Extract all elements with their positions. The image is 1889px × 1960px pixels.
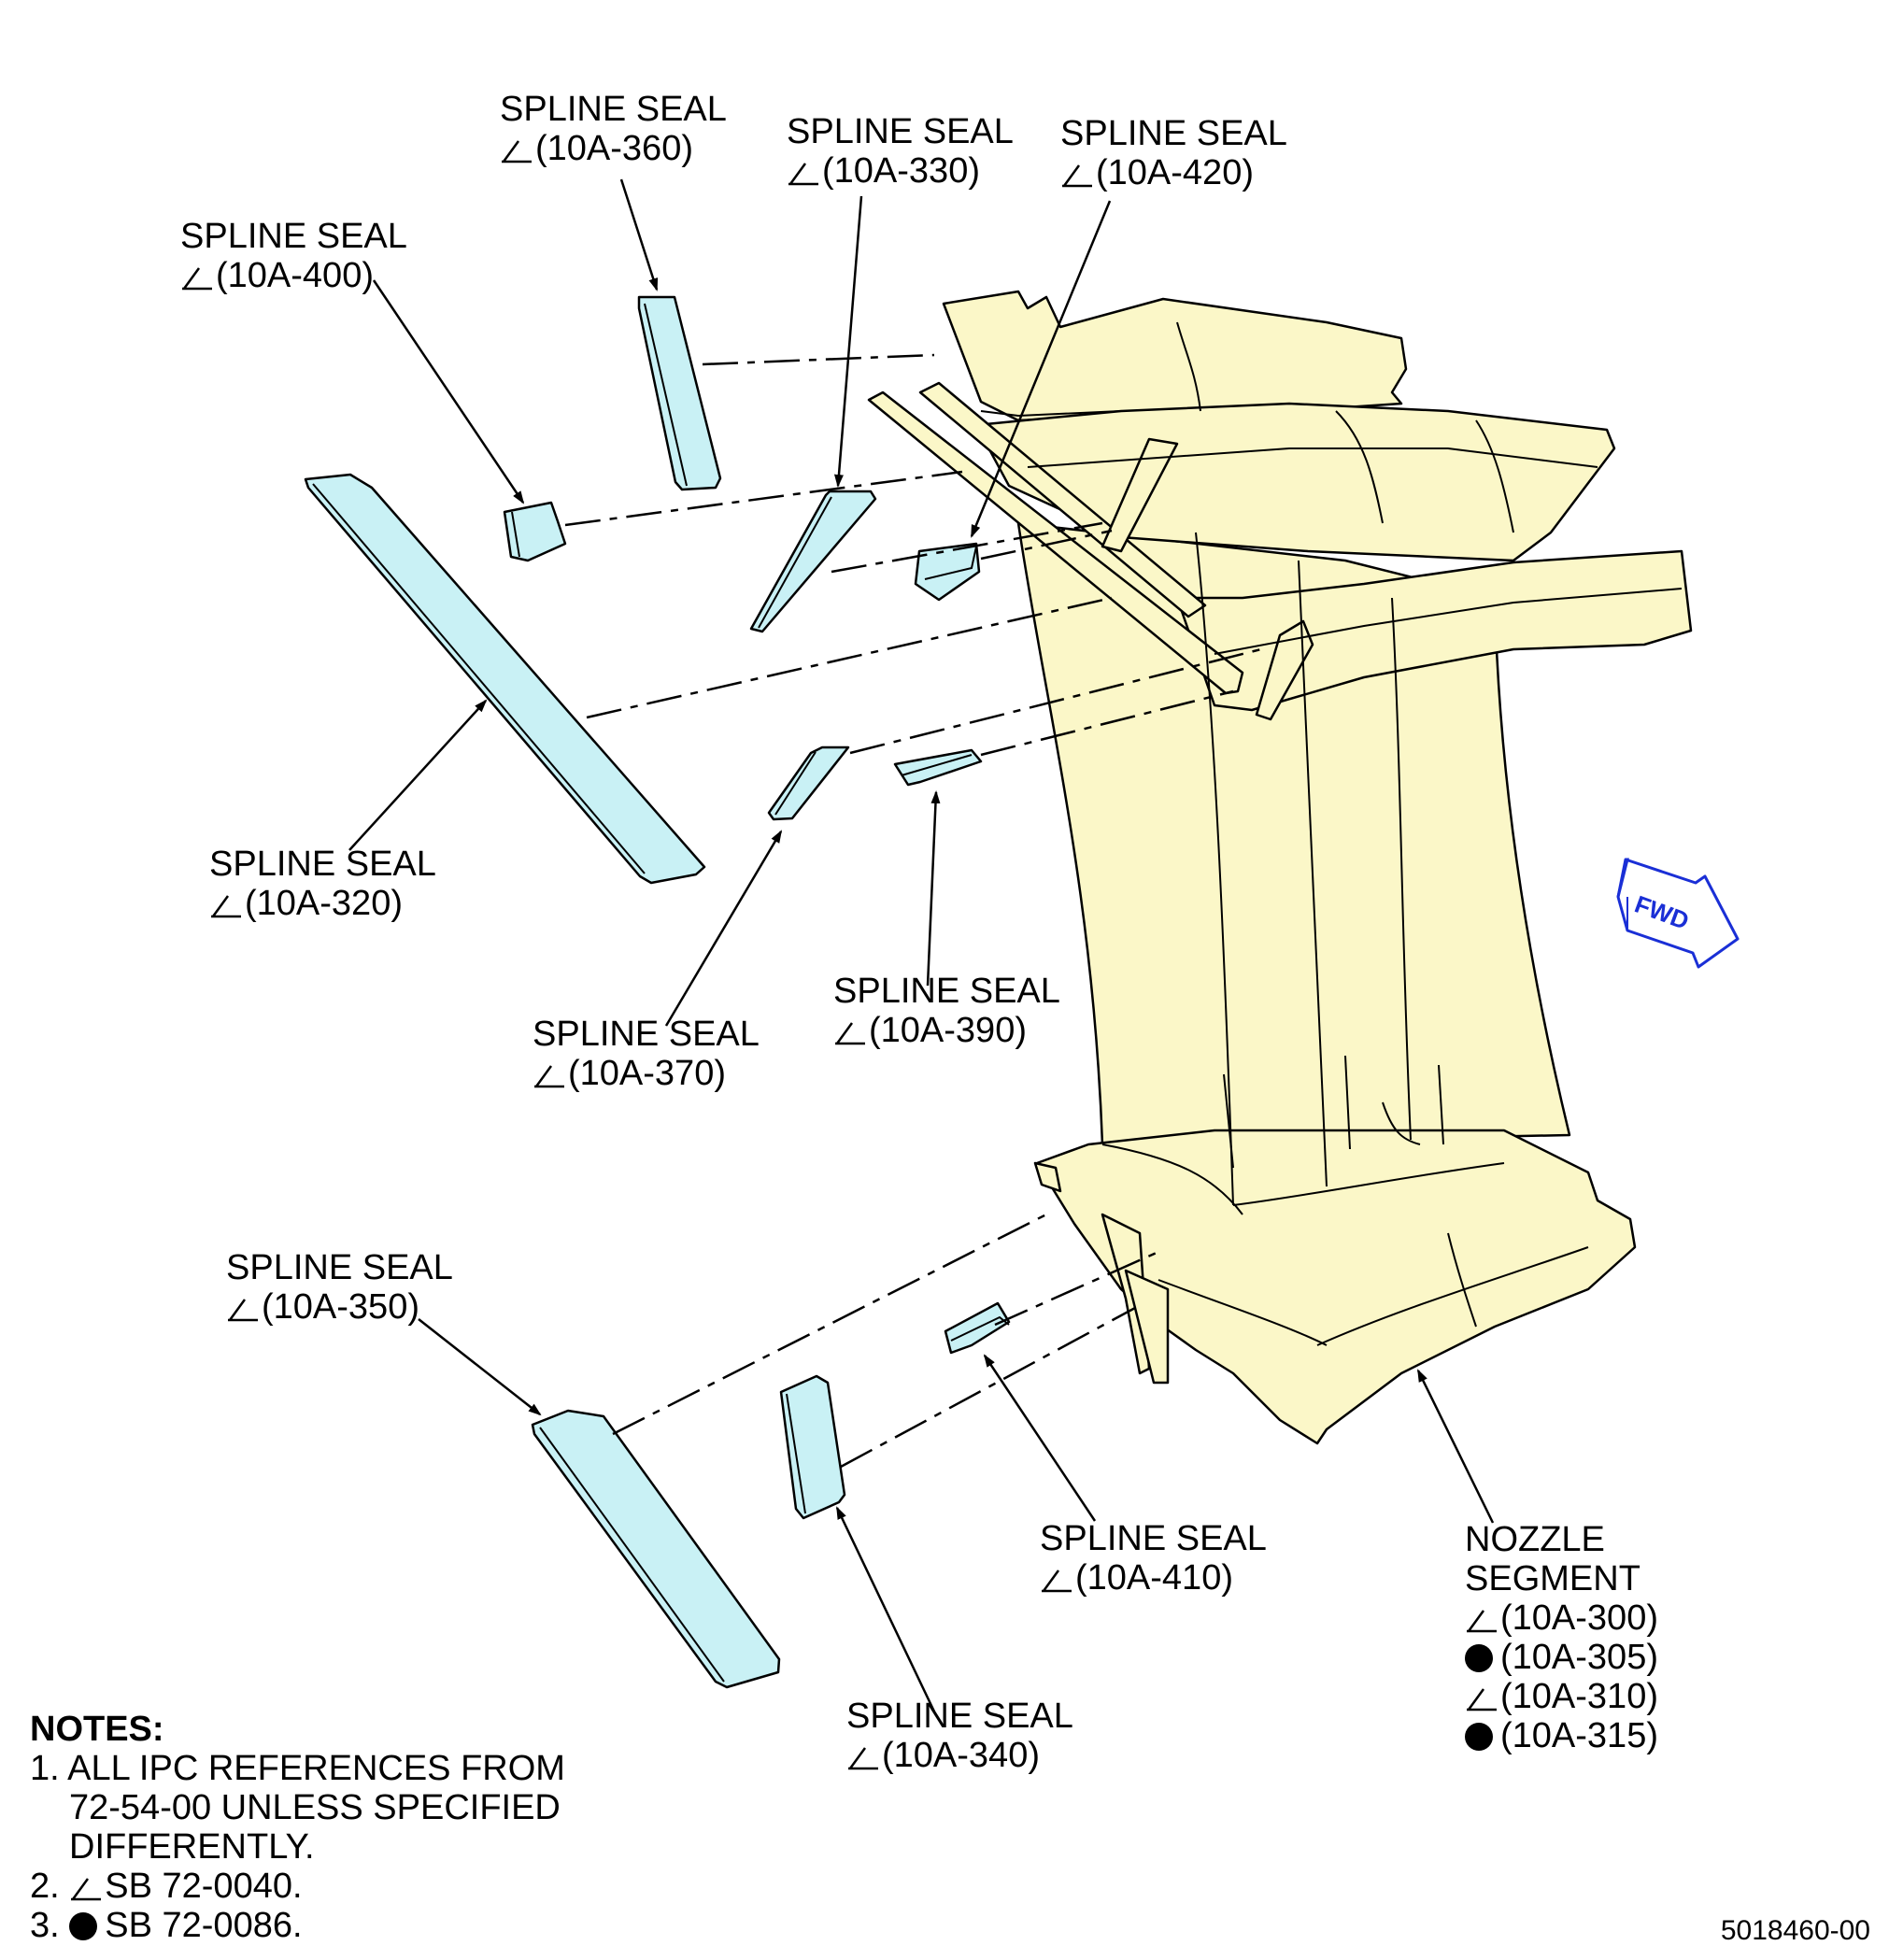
callout-ref: (10A-420) <box>1096 153 1254 192</box>
sb-0086-dot-icon <box>1465 1723 1493 1751</box>
callout-title: SPLINE SEAL <box>180 217 407 256</box>
sb-0040-flag-icon <box>1467 1610 1497 1633</box>
callout-ref: (10A-390) <box>869 1011 1027 1050</box>
callout-ref: (10A-410) <box>1075 1558 1233 1598</box>
seal-10a-360 <box>637 295 722 491</box>
label-spline-seal-10a-390: SPLINE SEAL (10A-390) <box>833 972 1060 1050</box>
seal-10a-400 <box>503 501 567 562</box>
sb-0040-flag-icon <box>71 1878 102 1901</box>
sb-0040-flag-icon <box>228 1299 258 1322</box>
callout-ref: (10A-370) <box>568 1054 726 1093</box>
seal-10a-330 <box>749 490 877 633</box>
sb-0086-dot-icon <box>1465 1644 1493 1672</box>
notes-title: NOTES: <box>30 1710 164 1749</box>
notes-block: NOTES: 1. ALL IPC REFERENCES FROM 72-54-… <box>30 1710 565 1945</box>
callout-ref: (10A-320) <box>245 884 403 923</box>
label-nozzle-segment: NOZZLE SEGMENT (10A-300) (10A-305) (10A-… <box>1465 1520 1658 1755</box>
seal-10a-370 <box>767 746 850 821</box>
label-spline-seal-10a-420: SPLINE SEAL (10A-420) <box>1060 114 1287 192</box>
seal-10a-320 <box>304 473 706 885</box>
label-spline-seal-10a-410: SPLINE SEAL (10A-410) <box>1040 1519 1267 1598</box>
callout-ref: (10A-330) <box>822 151 980 191</box>
callout-ref: (10A-305) <box>1500 1638 1658 1677</box>
callout-title: SPLINE SEAL <box>533 1015 760 1054</box>
callout-ref: (10A-300) <box>1500 1598 1658 1638</box>
seal-10a-340 <box>779 1374 846 1520</box>
sb-0040-flag-icon <box>788 163 818 186</box>
note-1-line-1: 1. ALL IPC REFERENCES FROM <box>30 1749 565 1788</box>
callout-title: SPLINE SEAL <box>1060 114 1287 153</box>
callout-ref: (10A-340) <box>882 1736 1040 1775</box>
label-spline-seal-10a-340: SPLINE SEAL (10A-340) <box>846 1697 1073 1775</box>
label-spline-seal-10a-370: SPLINE SEAL (10A-370) <box>533 1015 760 1093</box>
callout-ref: (10A-310) <box>1500 1677 1658 1716</box>
spline-seals <box>304 295 1011 1689</box>
sb-0086-dot-icon <box>69 1912 98 1940</box>
callout-title: SPLINE SEAL <box>1040 1519 1267 1558</box>
callout-ref: (10A-360) <box>535 129 693 168</box>
callout-title: SPLINE SEAL <box>500 90 727 129</box>
sb-0040-flag-icon <box>835 1022 865 1045</box>
callout-ref: (10A-350) <box>262 1287 419 1327</box>
note-2-number: 2. <box>30 1867 60 1906</box>
note-2-text: SB 72-0040. <box>105 1867 303 1906</box>
note-3-number: 3. <box>30 1906 60 1945</box>
assembly-lines <box>564 353 1262 1469</box>
sb-0040-flag-icon <box>182 267 212 291</box>
label-spline-seal-10a-330: SPLINE SEAL (10A-330) <box>787 112 1014 191</box>
drawing-number: 5018460-00 <box>1720 1915 1870 1946</box>
nozzle-segment-detail <box>980 321 1683 1346</box>
label-spline-seal-10a-320: SPLINE SEAL (10A-320) <box>209 845 436 923</box>
note-2: 2. SB 72-0040. <box>30 1867 565 1906</box>
sb-0040-flag-icon <box>1042 1569 1072 1593</box>
callout-title: SPLINE SEAL <box>833 972 1060 1011</box>
label-spline-seal-10a-350: SPLINE SEAL (10A-350) <box>226 1248 453 1327</box>
note-1-line-3: DIFFERENTLY. <box>69 1827 315 1867</box>
note-3-text: SB 72-0086. <box>105 1906 303 1945</box>
seal-edges <box>312 303 1010 1683</box>
callout-title: SEGMENT <box>1465 1559 1640 1598</box>
leader-lines <box>348 178 1495 1712</box>
callout-title: SPLINE SEAL <box>846 1697 1073 1736</box>
callout-title: SPLINE SEAL <box>226 1248 453 1287</box>
callout-title: NOZZLE <box>1465 1520 1605 1559</box>
callout-ref: (10A-400) <box>216 256 374 295</box>
sb-0040-flag-icon <box>502 140 532 163</box>
sb-0040-flag-icon <box>1467 1688 1497 1711</box>
sb-0040-flag-icon <box>211 895 241 918</box>
callout-ref: (10A-315) <box>1500 1716 1658 1755</box>
label-spline-seal-10a-360: SPLINE SEAL (10A-360) <box>500 90 727 168</box>
note-1-line-2: 72-54-00 UNLESS SPECIFIED <box>69 1788 561 1827</box>
sb-0040-flag-icon <box>848 1747 878 1770</box>
sb-0040-flag-icon <box>1062 164 1092 188</box>
fwd-arrow: FWD <box>1616 858 1740 969</box>
callout-title: SPLINE SEAL <box>209 845 436 884</box>
label-spline-seal-10a-400: SPLINE SEAL (10A-400) <box>180 217 407 295</box>
sb-0040-flag-icon <box>534 1065 564 1088</box>
callout-title: SPLINE SEAL <box>787 112 1014 151</box>
seal-10a-420 <box>914 542 981 602</box>
note-3: 3. SB 72-0086. <box>30 1906 565 1945</box>
seal-10a-350 <box>531 1409 781 1689</box>
